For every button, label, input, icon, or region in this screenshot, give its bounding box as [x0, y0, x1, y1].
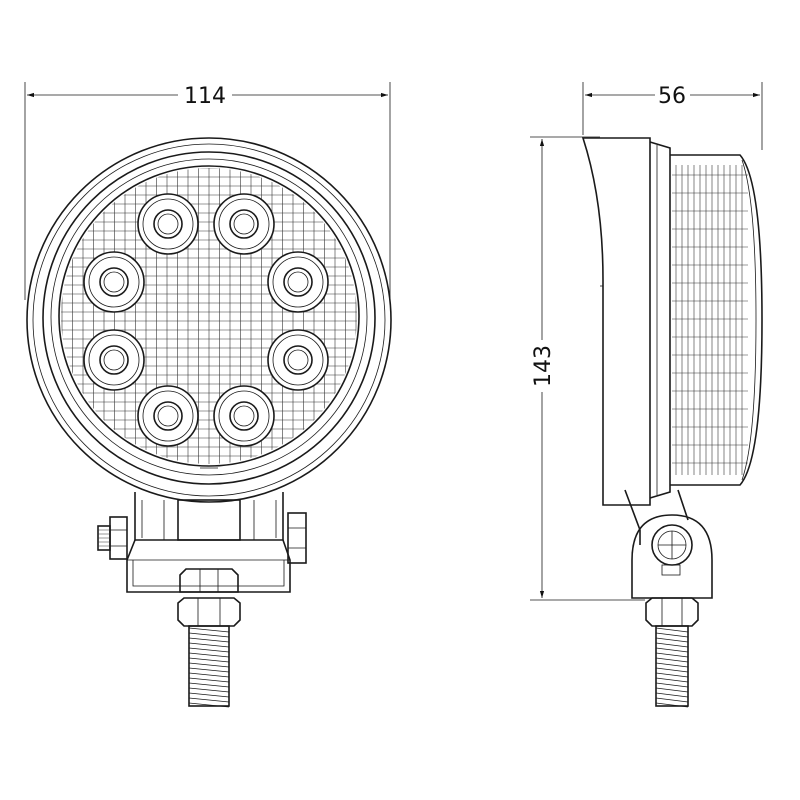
- depth-dimension-label: 56: [658, 84, 686, 109]
- height-dimension: 143: [530, 136, 645, 601]
- bracket-nut: [179, 568, 239, 593]
- led: [137, 193, 199, 255]
- left-side-bolt: [97, 516, 128, 560]
- led: [213, 193, 275, 255]
- side-threaded-stud: [655, 625, 689, 708]
- housing: [26, 137, 392, 503]
- led-array: [83, 193, 329, 447]
- bezel: [581, 137, 671, 506]
- side-bottom-nut: [645, 597, 699, 627]
- mounting-bracket: [126, 492, 291, 593]
- led: [267, 329, 329, 391]
- width-dimension: 114: [24, 82, 391, 300]
- threaded-stud: [188, 625, 230, 708]
- height-dimension-label: 143: [531, 345, 556, 387]
- side-view: 56 143: [530, 82, 763, 708]
- side-bracket: [624, 489, 713, 599]
- led: [83, 251, 145, 313]
- width-dimension-label: 114: [184, 84, 226, 109]
- front-view: 114: [24, 82, 392, 708]
- led: [213, 385, 275, 447]
- right-side-nut: [287, 512, 307, 564]
- bottom-nut: [177, 597, 241, 627]
- heatsink: [670, 154, 763, 486]
- led: [137, 385, 199, 447]
- lens-grid: [61, 168, 357, 464]
- led: [267, 251, 329, 313]
- led: [83, 329, 145, 391]
- depth-dimension: 56: [582, 82, 763, 150]
